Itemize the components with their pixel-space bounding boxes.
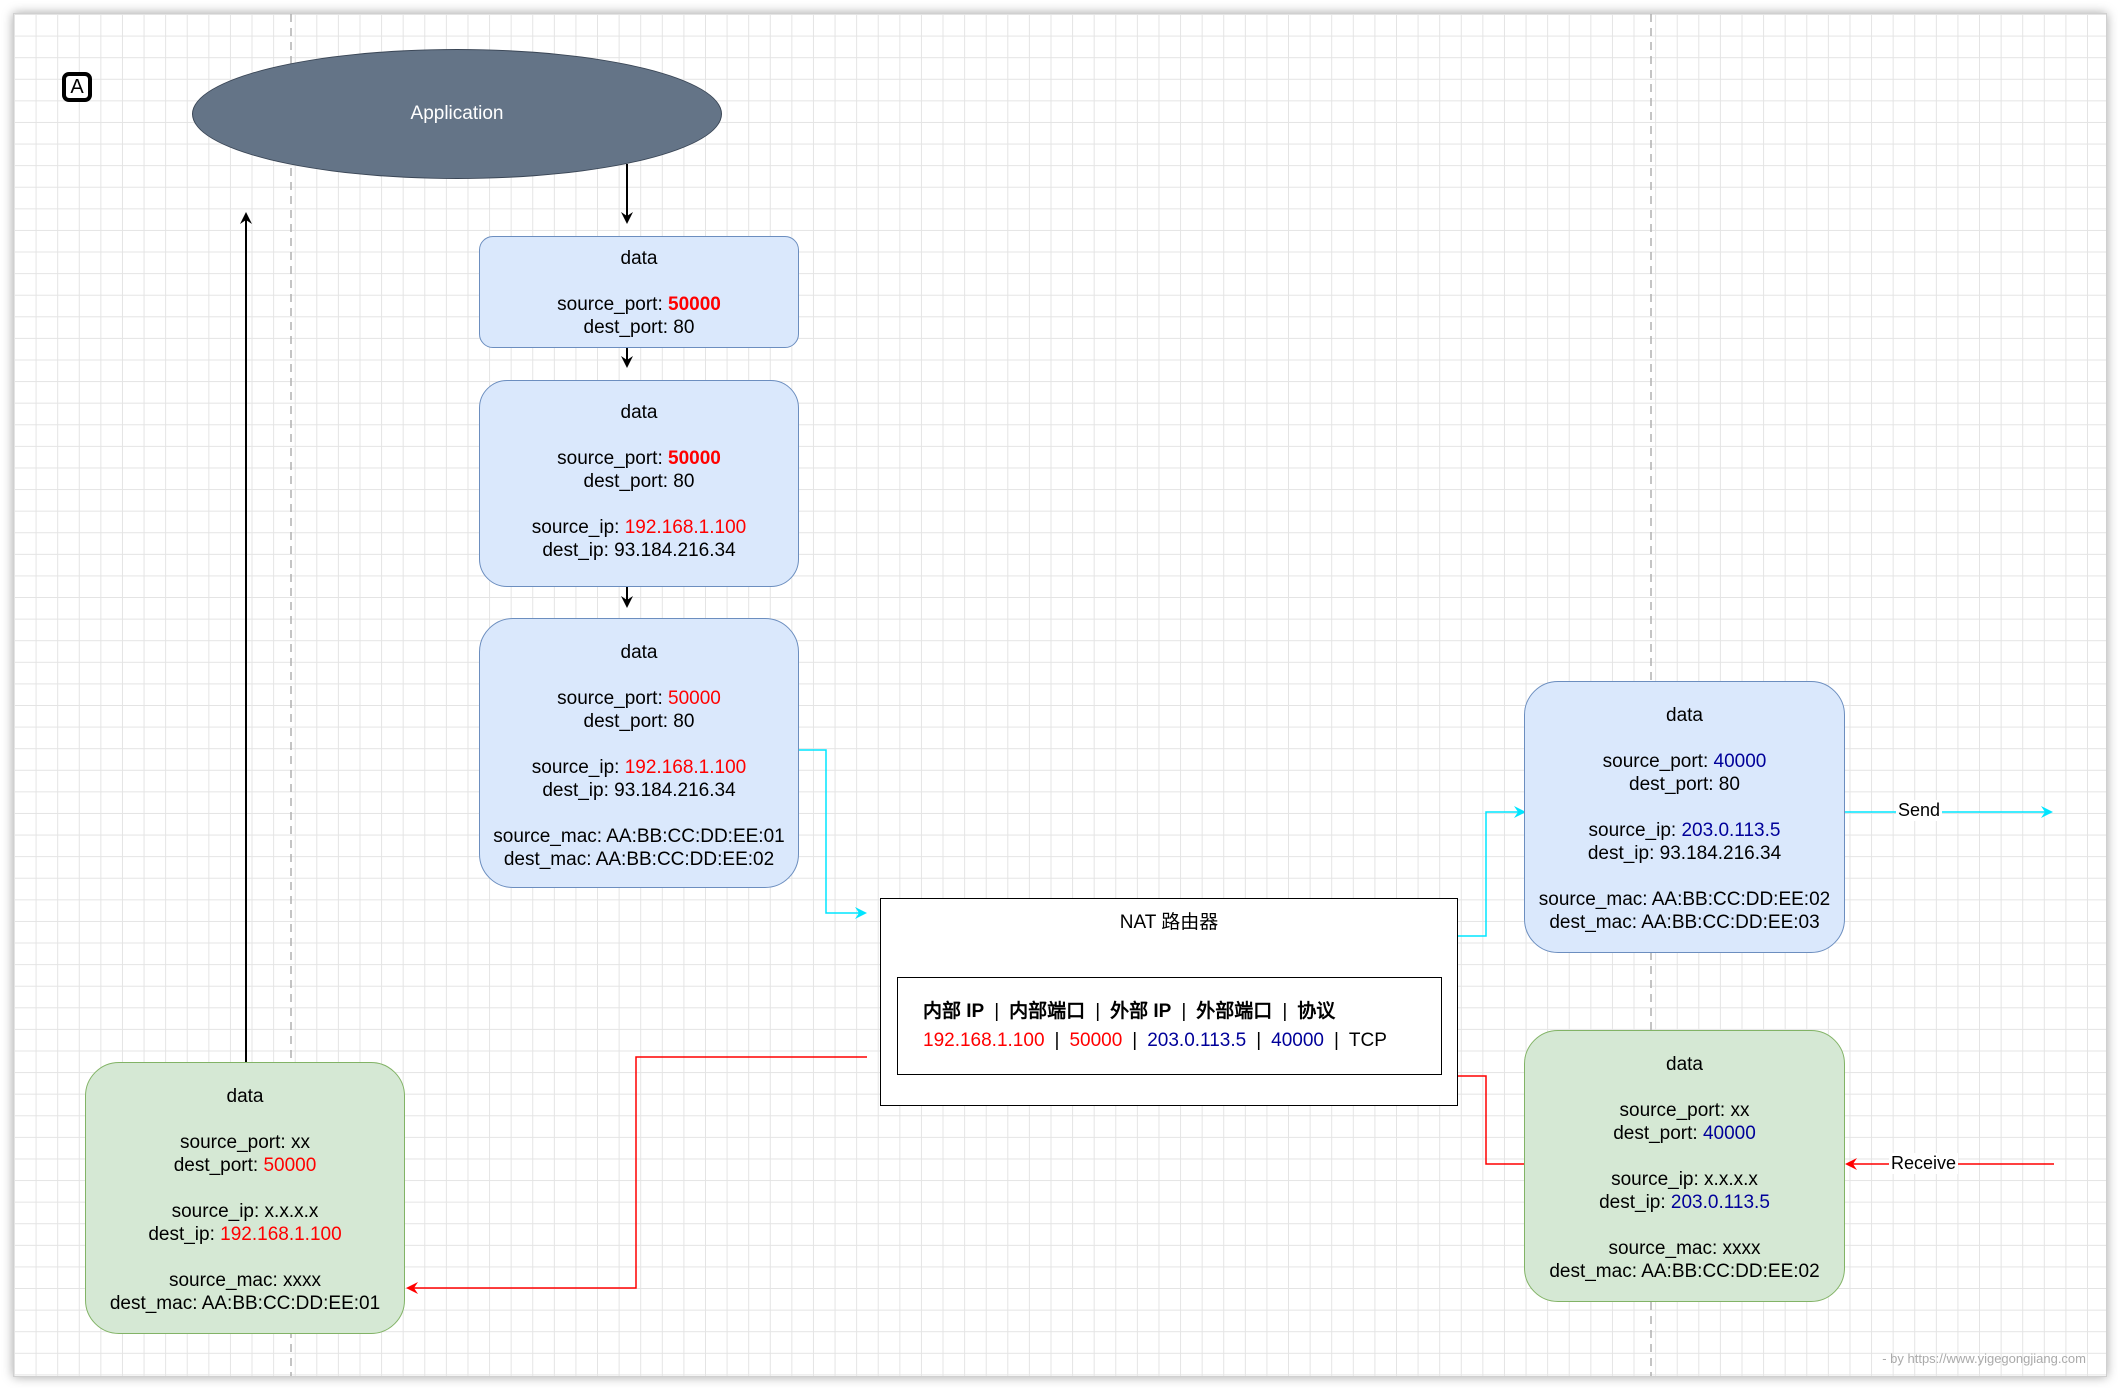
data-box-delivered[interactable]: data source_port: xx dest_port: 50000 so… <box>85 1062 405 1334</box>
cell-internal-ip: 192.168.1.100 <box>923 1030 1045 1051</box>
edge-nat-to-g2 <box>406 1056 867 1294</box>
source-port-key: source_port: <box>557 294 669 315</box>
header-internal-ip: 内部 IP <box>923 1001 985 1022</box>
source-mac: source_mac: xxxx <box>168 1270 322 1291</box>
source-port-value: 40000 <box>1713 751 1767 772</box>
edge-b3-to-nat <box>787 749 867 919</box>
dest-mac: dest_mac: AA:BB:CC:DD:EE:03 <box>1549 912 1820 933</box>
header-external-ip: 外部 IP <box>1110 1001 1172 1022</box>
dest-ip: dest_ip: 93.184.216.34 <box>542 540 736 561</box>
source-port-key: source_port: <box>557 448 669 469</box>
header-protocol: 协议 <box>1297 1001 1336 1022</box>
data-box-4[interactable]: data source_port: 40000 dest_port: 80 so… <box>1524 681 1845 953</box>
dest-port: dest_port: 80 <box>1629 774 1740 795</box>
application-node[interactable]: Application <box>192 49 722 179</box>
source-mac: source_mac: AA:BB:CC:DD:EE:02 <box>1538 889 1831 910</box>
nat-table-row: 192.168.1.100|50000|203.0.113.5|40000|TC… <box>923 1030 1387 1051</box>
send-label: Send <box>1896 800 1943 821</box>
source-port: source_port: xx <box>180 1132 310 1153</box>
footer-credit: - by https://www.yigegongjiang.com <box>1882 1351 2086 1366</box>
nat-router[interactable]: NAT 路由器 内部 IP|内部端口|外部 IP|外部端口|协议 192.168… <box>880 898 1458 1106</box>
source-ip: source_ip: x.x.x.x <box>1611 1169 1758 1190</box>
cell-protocol: TCP <box>1348 1030 1387 1051</box>
edge-g1-to-nat <box>1445 1070 1524 1165</box>
header-external-port: 外部端口 <box>1196 1001 1273 1022</box>
badge-a: A <box>62 72 92 102</box>
source-mac: source_mac: xxxx <box>1608 1238 1761 1259</box>
source-port: source_port: xx <box>1619 1100 1750 1121</box>
dest-mac: dest_mac: AA:BB:CC:DD:EE:02 <box>1549 1261 1820 1282</box>
dest-port-value: 50000 <box>263 1155 317 1176</box>
source-ip-value: 192.168.1.100 <box>624 517 747 538</box>
cell-external-ip: 203.0.113.5 <box>1147 1030 1247 1051</box>
cell-external-port: 40000 <box>1271 1030 1324 1051</box>
diagram-canvas: A Application data source_port: 50000 de… <box>13 13 2107 1377</box>
dest-port-key: dest_port: <box>173 1155 264 1176</box>
receive-label: Receive <box>1889 1153 1959 1174</box>
nat-table: 内部 IP|内部端口|外部 IP|外部端口|协议 192.168.1.100|5… <box>897 977 1442 1075</box>
data-box-1[interactable]: data source_port: 50000 dest_port: 80 <box>479 236 799 348</box>
source-ip-key: source_ip: <box>531 517 625 538</box>
source-ip-value: 192.168.1.100 <box>624 757 747 778</box>
source-port-key: source_port: <box>557 688 669 709</box>
dest-mac: dest_mac: AA:BB:CC:DD:EE:01 <box>109 1293 381 1314</box>
source-port-value: 50000 <box>668 688 721 709</box>
box-title: data <box>620 402 658 423</box>
dest-ip-value: 203.0.113.5 <box>1670 1192 1770 1213</box>
source-mac: source_mac: AA:BB:CC:DD:EE:01 <box>493 826 785 847</box>
box-title: data <box>620 248 658 269</box>
dest-ip-value: 192.168.1.100 <box>220 1224 342 1245</box>
source-port-key: source_port: <box>1602 751 1714 772</box>
header-internal-port: 内部端口 <box>1009 1001 1086 1022</box>
source-ip-value: 203.0.113.5 <box>1681 820 1781 841</box>
dest-mac: dest_mac: AA:BB:CC:DD:EE:02 <box>503 849 775 870</box>
data-box-receive[interactable]: data source_port: xx dest_port: 40000 so… <box>1524 1030 1845 1302</box>
source-ip-key: source_ip: <box>1588 820 1682 841</box>
source-ip-key: source_ip: <box>531 757 625 778</box>
dest-port-key: dest_port: <box>1613 1123 1703 1144</box>
data-box-3[interactable]: data source_port: 50000 dest_port: 80 so… <box>479 618 799 888</box>
box-title: data <box>1666 1054 1703 1075</box>
dest-ip-key: dest_ip: <box>1599 1192 1671 1213</box>
box-title: data <box>1666 705 1703 726</box>
source-port-value: 50000 <box>668 448 721 469</box>
dest-ip-key: dest_ip: <box>148 1224 221 1245</box>
source-port-value: 50000 <box>668 294 721 315</box>
source-ip: source_ip: x.x.x.x <box>171 1201 319 1222</box>
dest-ip: dest_ip: 93.184.216.34 <box>1587 843 1782 864</box>
dest-ip: dest_ip: 93.184.216.34 <box>542 780 736 801</box>
dest-port-value: 40000 <box>1702 1123 1756 1144</box>
box-title: data <box>226 1086 264 1107</box>
cell-internal-port: 50000 <box>1069 1030 1123 1051</box>
dest-port: dest_port: 80 <box>583 711 695 732</box>
box-title: data <box>620 642 658 663</box>
dest-port: dest_port: 80 <box>583 317 695 338</box>
data-box-2[interactable]: data source_port: 50000 dest_port: 80 so… <box>479 380 799 587</box>
nat-table-header: 内部 IP|内部端口|外部 IP|外部端口|协议 <box>923 1001 1336 1022</box>
dest-port: dest_port: 80 <box>583 471 695 492</box>
nat-title: NAT 路由器 <box>1119 912 1219 933</box>
edge-nat-to-b4 <box>1445 806 1526 937</box>
